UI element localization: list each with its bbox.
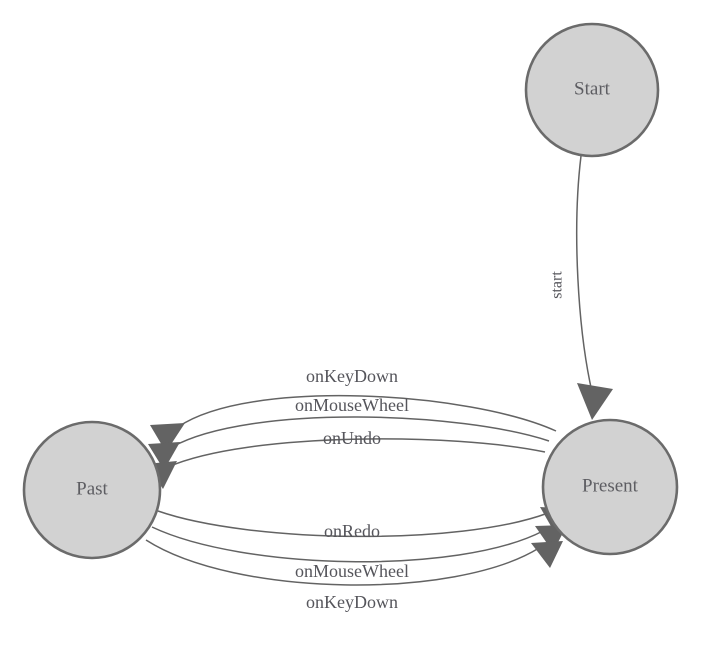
edge-start[interactable]: start xyxy=(549,155,613,420)
edge-keydown-upper-path xyxy=(177,394,557,432)
edge-label-mousewheel-lower: onMouseWheel xyxy=(295,561,409,581)
edge-redo[interactable]: onRedo xyxy=(157,507,572,541)
edge-label-keydown-upper: onKeyDown xyxy=(306,366,398,386)
node-past[interactable]: Past xyxy=(22,420,162,560)
edge-mousewheel-upper[interactable]: onMouseWheel xyxy=(148,395,550,470)
edge-mousewheel-lower-path xyxy=(151,526,544,563)
edge-redo-path xyxy=(157,510,549,538)
edge-keydown-lower-arrowhead xyxy=(531,541,563,568)
edge-mousewheel-upper-path xyxy=(171,416,550,448)
node-start[interactable]: Start xyxy=(524,22,660,158)
edge-keydown-lower-path xyxy=(145,539,540,586)
edge-label-redo: onRedo xyxy=(324,521,380,541)
node-present[interactable]: Present xyxy=(541,418,679,556)
node-present-circle[interactable] xyxy=(541,418,679,556)
edge-label-keydown-lower: onKeyDown xyxy=(306,592,398,612)
node-past-label: Past xyxy=(76,478,108,499)
node-start-circle[interactable] xyxy=(524,22,660,158)
edge-label-start: start xyxy=(549,271,566,299)
edge-start-arrowhead xyxy=(577,383,613,420)
node-past-circle[interactable] xyxy=(22,420,162,560)
edge-undo-path xyxy=(167,438,546,468)
edge-keydown-lower[interactable]: onKeyDown xyxy=(145,539,563,612)
edge-undo[interactable]: onUndo xyxy=(146,428,546,489)
node-start-label: Start xyxy=(574,78,611,99)
edge-mousewheel-upper-arrowhead xyxy=(148,442,180,470)
edge-keydown-upper-arrowhead xyxy=(150,423,185,452)
edge-label-mousewheel-upper: onMouseWheel xyxy=(295,395,409,415)
node-present-label: Present xyxy=(582,475,639,496)
edge-start-path xyxy=(575,155,593,393)
edge-keydown-upper[interactable]: onKeyDown xyxy=(150,366,557,452)
edge-label-undo: onUndo xyxy=(323,428,381,448)
